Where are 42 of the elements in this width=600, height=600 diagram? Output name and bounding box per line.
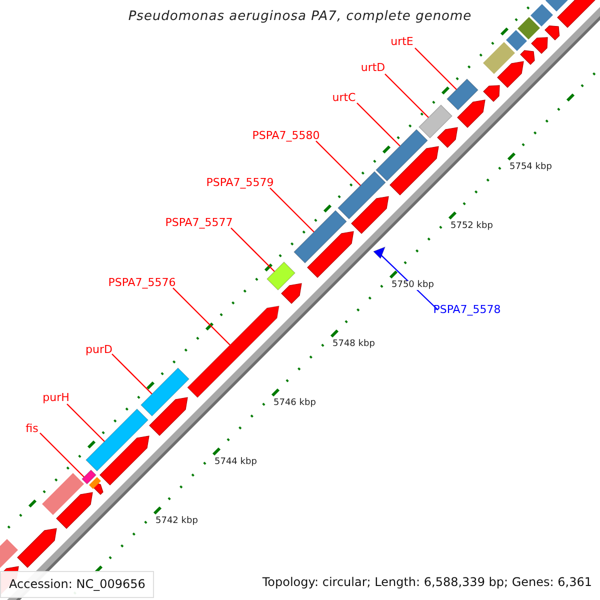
gene-feature — [266, 262, 296, 290]
gene-feature — [446, 78, 478, 110]
scale-label: 5742 kbp — [156, 516, 198, 526]
feature-marker — [372, 246, 386, 260]
gene-label: urtE — [390, 36, 414, 48]
scale-label: 5744 kbp — [214, 458, 257, 468]
gene-label: PSPA7_5577 — [165, 216, 233, 230]
leader-line — [384, 74, 429, 118]
leader-line — [316, 140, 361, 186]
leader-line — [172, 288, 230, 346]
gene-label: PSPA7_5580 — [252, 130, 320, 142]
scale-label: 5754 kbp — [510, 162, 552, 172]
scale-label: 5748 kbp — [332, 340, 375, 350]
scale-label: 5746 kbp — [274, 398, 316, 408]
leader-line — [414, 48, 457, 90]
gene-label: purH — [42, 392, 70, 404]
accession-text: Accession: NC_009656 — [0, 571, 154, 598]
leader-line — [356, 102, 400, 146]
gene-feature — [294, 210, 347, 264]
gene-feature — [187, 306, 280, 398]
gene-feature — [418, 104, 452, 138]
gene-label: urtD — [360, 62, 386, 74]
gene-feature — [82, 470, 96, 484]
diagram-title: Pseudomonas aeruginosa PA7, complete genome — [128, 10, 472, 24]
leader-line — [66, 404, 105, 442]
gene-label: PSPA7_5576 — [108, 276, 176, 290]
gene-feature — [86, 408, 148, 472]
gene-label: urtC — [332, 92, 356, 104]
gene-label: PSPA7_5578 — [433, 304, 501, 316]
gene-label: fis — [26, 422, 38, 436]
genome-summary-text: Topology: circular; Length: 6,588,339 bp; Genes: 6,361 — [262, 574, 592, 592]
gene-label: purD — [86, 344, 112, 356]
gene-feature — [140, 368, 190, 416]
gene-feature — [338, 171, 386, 220]
leader-line — [230, 228, 275, 272]
scale-label: 5750 kbp — [392, 280, 434, 290]
gene-feature — [376, 129, 428, 182]
gene-label: PSPA7_5579 — [206, 176, 274, 190]
leader-line — [270, 188, 314, 232]
scale-label: 5752 kbp — [450, 222, 493, 232]
leader-line — [40, 432, 84, 478]
leader-line — [112, 354, 152, 394]
